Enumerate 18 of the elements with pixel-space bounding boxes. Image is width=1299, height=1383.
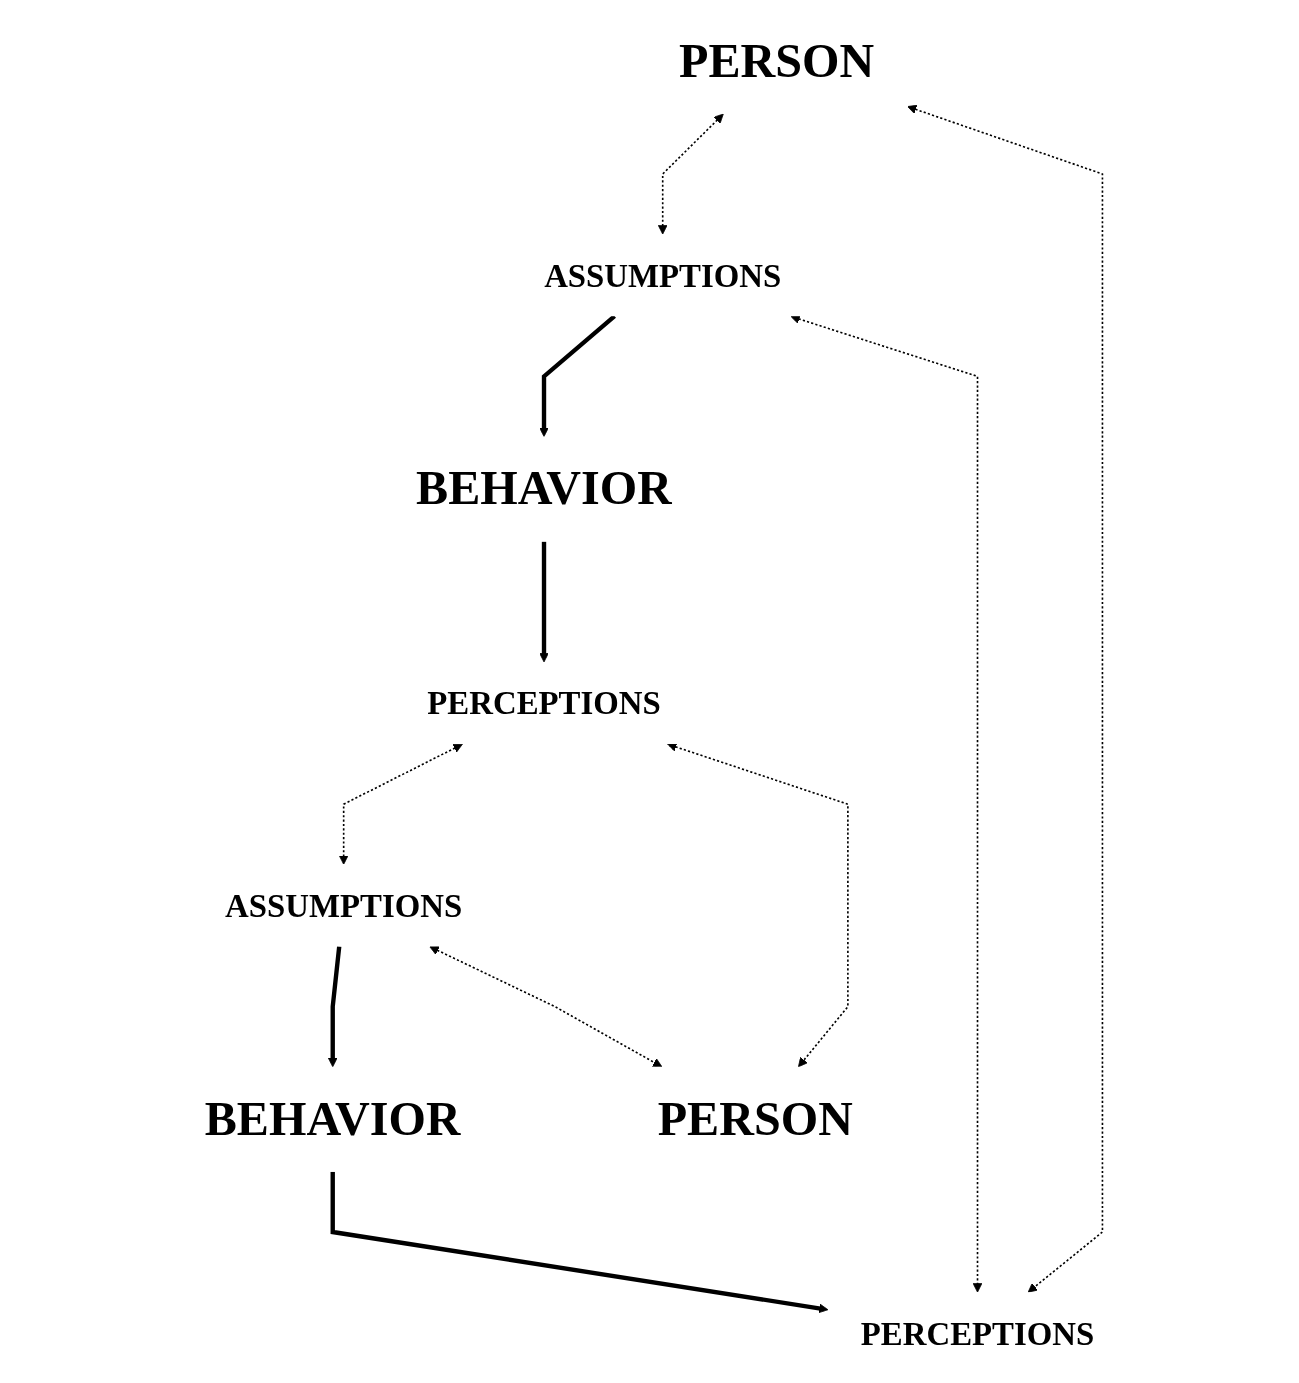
arrow [657, 113, 724, 235]
arrow [539, 541, 549, 663]
node-text: PERSON [679, 33, 875, 88]
arrow [338, 743, 463, 865]
node-text: PERCEPTIONS [860, 1315, 1095, 1352]
node-text: BEHAVIOR [204, 1091, 461, 1146]
arrow [429, 946, 663, 1068]
node-text: ASSUMPTIONS [225, 887, 463, 924]
arrow [907, 104, 1104, 1293]
node-text: BEHAVIOR [416, 461, 672, 516]
arrow [667, 742, 849, 1068]
arrow [330, 1171, 829, 1314]
node-text: ASSUMPTIONS [544, 257, 782, 294]
arrow [539, 314, 616, 437]
node-text: PERSON [657, 1091, 853, 1146]
arrow [790, 314, 983, 1293]
arrow [327, 946, 342, 1068]
node-text: PERCEPTIONS [427, 684, 661, 722]
